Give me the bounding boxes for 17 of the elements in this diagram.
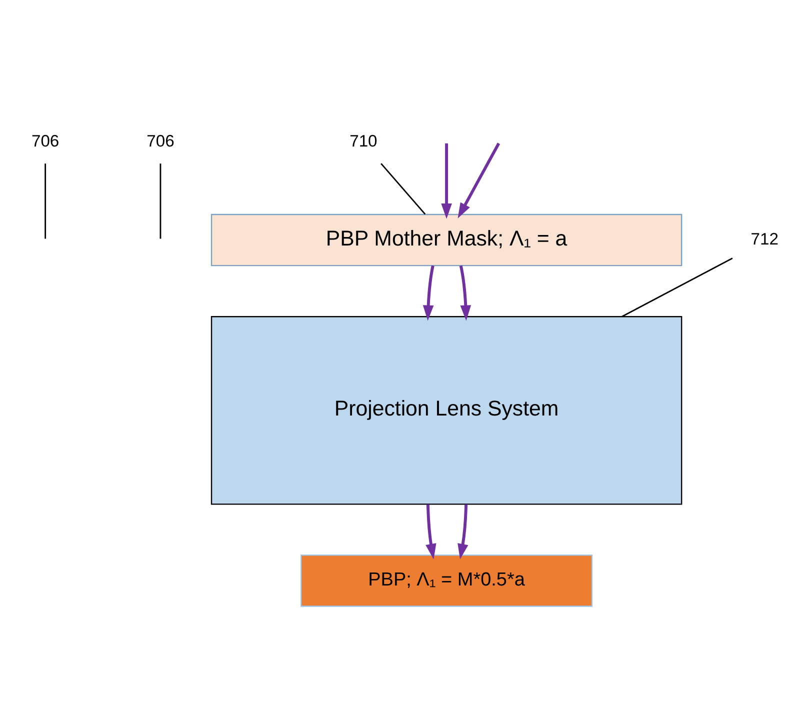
node-box: PBP Mother Mask; Λ₁ = a [210, 213, 682, 266]
node-text: 706 [146, 131, 174, 150]
node-text: 712 [750, 228, 779, 248]
connector [44, 163, 46, 238]
arrow [426, 504, 436, 559]
connector [380, 162, 426, 214]
arrow [441, 142, 452, 218]
connector [622, 257, 733, 317]
connector [160, 163, 162, 238]
arrow [458, 142, 500, 218]
arrow [422, 264, 434, 320]
node-text: 710 [350, 131, 378, 150]
node-box: PBP; Λ₁ = M*0.5*a [300, 554, 593, 606]
arrow [459, 264, 472, 320]
node-text: 706 [31, 131, 60, 150]
node-box: Projection Lens System [210, 316, 682, 504]
arrow [458, 504, 468, 559]
